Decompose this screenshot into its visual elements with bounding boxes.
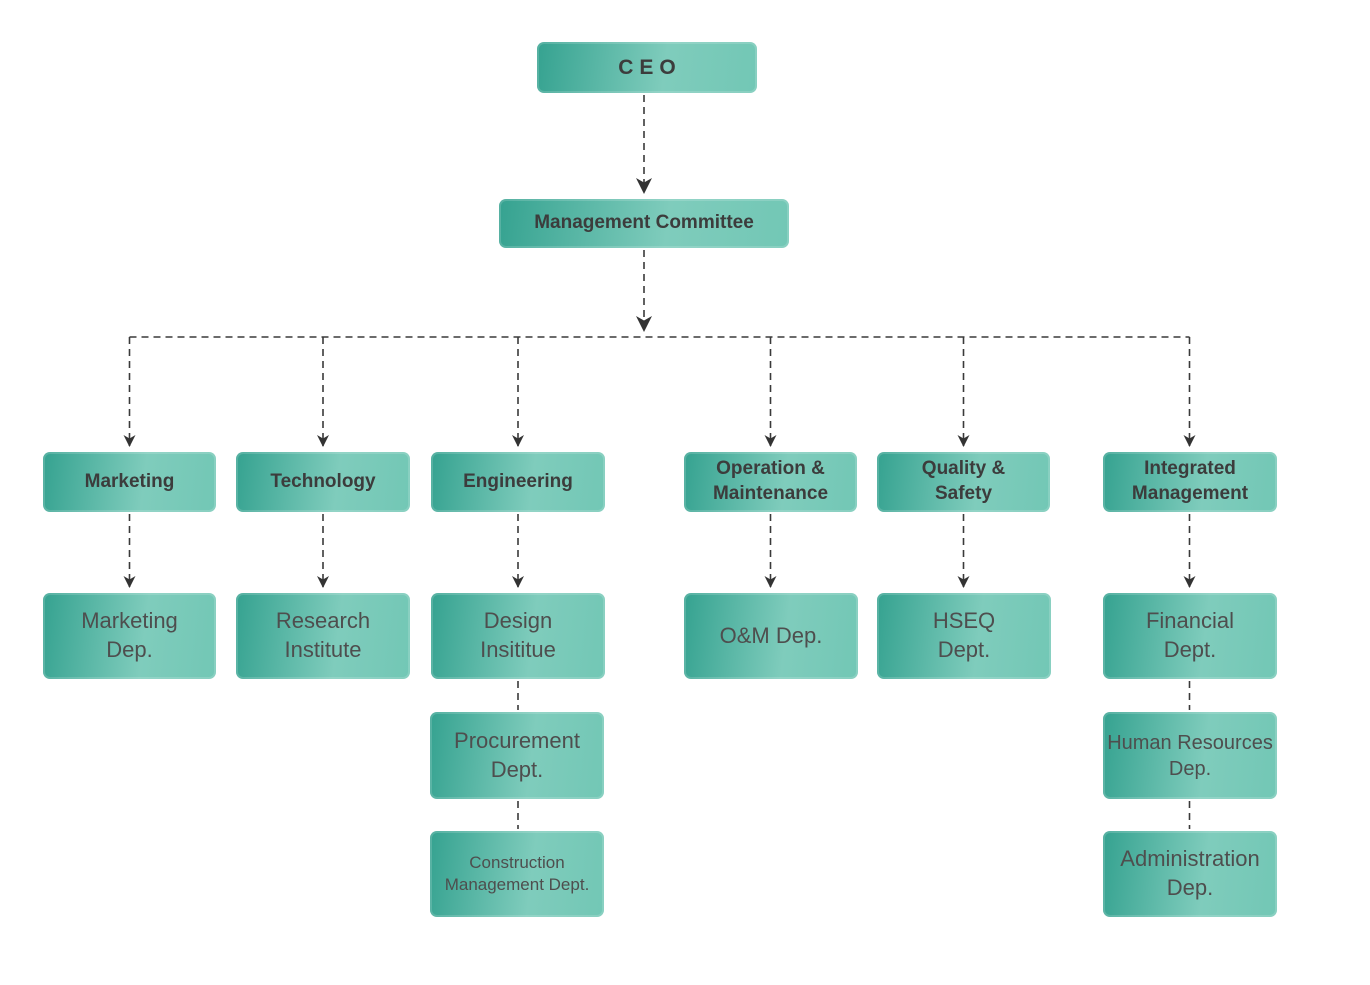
node-integrated-management: Integrated Management [1103, 452, 1277, 512]
node-financial-dept: Financial Dept. [1103, 593, 1277, 679]
node-marketing-dep: Marketing Dep. [43, 593, 216, 679]
node-engineering: Engineering [431, 452, 605, 512]
node-procurement-dept: Procurement Dept. [430, 712, 604, 799]
node-om-dep: O&M Dep. [684, 593, 858, 679]
node-construction-management-dept: Construction Management Dept. [430, 831, 604, 917]
node-design-insititue: Design Insititue [431, 593, 605, 679]
node-management-committee: Management Committee [499, 199, 789, 248]
node-ceo: CEO [537, 42, 757, 93]
node-administration-dep: Administration Dep. [1103, 831, 1277, 917]
node-research-institute: Research Institute [236, 593, 410, 679]
node-technology: Technology [236, 452, 410, 512]
node-marketing: Marketing [43, 452, 216, 512]
node-operation-maintenance: Operation & Maintenance [684, 452, 857, 512]
node-human-resources-dep: Human Resources Dep. [1103, 712, 1277, 799]
node-quality-safety: Quality & Safety [877, 452, 1050, 512]
node-hseq-dept: HSEQ Dept. [877, 593, 1051, 679]
